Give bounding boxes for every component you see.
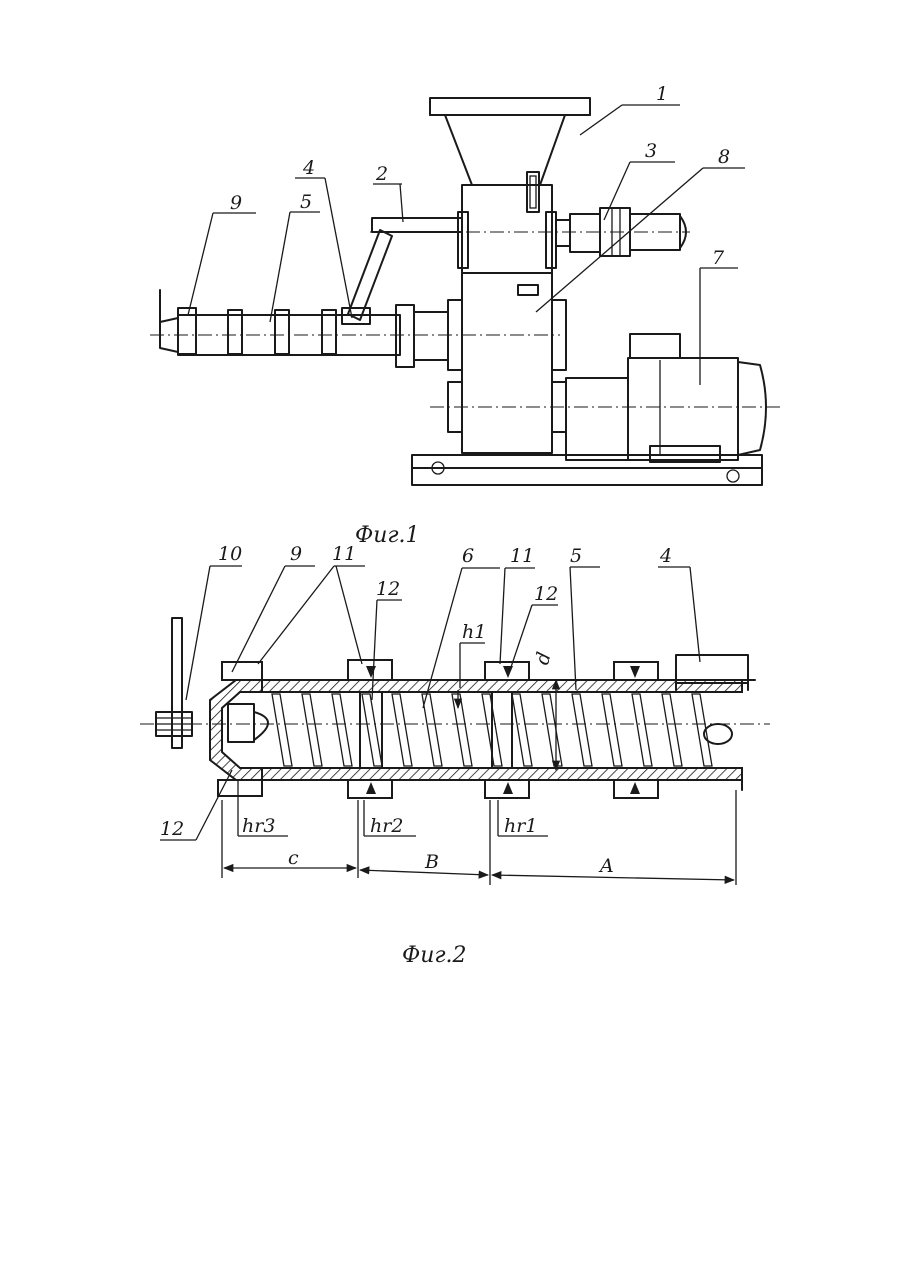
fig1-label-5: 5	[300, 191, 312, 213]
fig2-label-11a: 11	[332, 543, 356, 565]
barrel-bottom-wall	[262, 768, 742, 780]
main-body	[430, 273, 780, 453]
fig2-label-10: 10	[218, 543, 242, 565]
screw-flight	[362, 694, 382, 766]
screw-flight	[542, 694, 562, 766]
barrel-top-wall	[262, 680, 742, 692]
fig2-label-4: 4	[659, 545, 672, 567]
screw-flight	[422, 694, 442, 766]
screw-flight	[632, 694, 652, 766]
figure-1-extruder-side-view: 1 2 3 4 5 7 8 9 Фиг.1	[150, 83, 780, 548]
fig1-label-3: 3	[645, 140, 657, 162]
fig2-dim-c: c	[288, 847, 299, 869]
fig2-label-12a: 12	[376, 578, 400, 600]
screw-flight	[452, 694, 472, 766]
fig1-label-8: 8	[718, 146, 730, 168]
screw-flight	[512, 694, 532, 766]
fig2-label-5: 5	[570, 545, 582, 567]
fig2-label-12c: 12	[160, 818, 184, 840]
screw-flight	[302, 694, 322, 766]
fig1-leader-lines	[188, 105, 745, 385]
fig1-label-1: 1	[656, 83, 668, 105]
fig2-label-hr2: hr2	[370, 815, 403, 837]
fig2-label-h1: h1	[462, 621, 486, 643]
fig2-label-12b: 12	[534, 583, 558, 605]
fig2-label-hr3: hr3	[242, 815, 275, 837]
screw-flight	[602, 694, 622, 766]
fig2-dim-B: B	[424, 851, 439, 873]
fig1-label-2: 2	[375, 163, 388, 185]
fig2-label-9: 9	[290, 543, 302, 565]
die-head	[140, 618, 770, 780]
feed-port	[676, 655, 748, 744]
fig2-dim-A: A	[598, 855, 614, 877]
fig2-label-hr1: hr1	[504, 815, 537, 837]
screw-flight	[572, 694, 592, 766]
fig1-caption: Фиг.1	[355, 523, 420, 548]
fig1-label-4: 4	[302, 157, 315, 179]
fig2-label-6: 6	[462, 545, 474, 567]
hopper	[430, 98, 590, 212]
fig2-label-d: d	[531, 650, 555, 667]
extruder-barrel	[150, 290, 560, 367]
screw-flight	[332, 694, 352, 766]
screw-flight	[662, 694, 682, 766]
fig2-label-11b: 11	[510, 545, 534, 567]
screw-flight	[272, 694, 292, 766]
figure-2-barrel-section: 10 9 11 12 6 11 12 5 4 h1 d 12 hr3 hr2 h…	[140, 543, 770, 968]
fig1-label-7: 7	[712, 247, 725, 269]
fig1-label-9: 9	[230, 192, 242, 214]
screw-flight	[692, 694, 712, 766]
screw-flight	[392, 694, 412, 766]
motor	[566, 334, 766, 462]
fig2-caption: Фиг.2	[402, 943, 467, 968]
